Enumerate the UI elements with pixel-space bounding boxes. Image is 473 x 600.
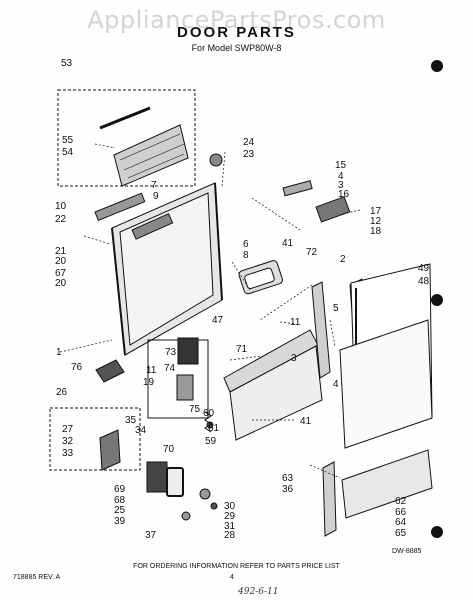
callout: 29 bbox=[224, 511, 236, 522]
callout: 25 bbox=[114, 505, 126, 516]
callout: 21 bbox=[55, 246, 67, 257]
part-group-box bbox=[49, 407, 141, 471]
callout: 73 bbox=[165, 347, 177, 358]
part-seal-ring bbox=[146, 461, 168, 493]
callout: 33 bbox=[62, 448, 74, 459]
callout: 62 bbox=[395, 496, 407, 507]
ordering-footer-note: FOR ORDERING INFORMATION REFER TO PARTS … bbox=[133, 563, 340, 570]
part-side-rail bbox=[311, 281, 331, 379]
callout: 18 bbox=[370, 226, 382, 237]
callout: 10 bbox=[55, 201, 67, 212]
callout: 60 bbox=[203, 408, 215, 419]
part-lower-panel bbox=[341, 449, 433, 519]
callout: 66 bbox=[395, 507, 407, 518]
callout: 8 bbox=[243, 250, 249, 261]
part-vent-grille bbox=[113, 124, 189, 187]
callout: 31 bbox=[224, 521, 236, 532]
callout: 22 bbox=[55, 214, 67, 225]
callout: 26 bbox=[56, 387, 68, 398]
callout: 53 bbox=[61, 58, 73, 69]
callout: 7 bbox=[151, 180, 157, 191]
callout: 27 bbox=[62, 424, 74, 435]
callout: 63 bbox=[282, 473, 294, 484]
callout: 1 bbox=[56, 347, 62, 358]
callout: 5 bbox=[333, 303, 339, 314]
diagram-code: DW-8885 bbox=[392, 548, 422, 555]
page-title: DOOR PARTS bbox=[177, 24, 296, 41]
callout: 41 bbox=[282, 238, 294, 249]
callout: 9 bbox=[153, 191, 159, 202]
callout: 32 bbox=[62, 436, 74, 447]
callout: 24 bbox=[243, 137, 255, 148]
callout: 61 bbox=[208, 423, 220, 434]
callout: 70 bbox=[163, 444, 175, 455]
callout: 37 bbox=[145, 530, 157, 541]
callout: 28 bbox=[224, 530, 236, 541]
callout: 11 bbox=[290, 317, 301, 328]
callout: 23 bbox=[243, 149, 255, 160]
callout: 69 bbox=[114, 484, 126, 495]
callout: 72 bbox=[306, 247, 318, 258]
part-group-box bbox=[57, 89, 196, 187]
callout: 6 bbox=[243, 239, 249, 250]
punch-hole bbox=[431, 294, 443, 306]
callout: 4 bbox=[333, 379, 339, 390]
callout: 55 bbox=[62, 135, 74, 146]
part-callouts: 53 55 54 24 23 15 4 3 16 7 9 17 12 18 10… bbox=[55, 58, 430, 541]
callout: 17 bbox=[370, 206, 382, 217]
callout: 65 bbox=[395, 528, 407, 539]
callout: 41 bbox=[300, 416, 312, 427]
callout: 48 bbox=[418, 276, 430, 287]
callout: 20 bbox=[55, 278, 67, 289]
callout: 47 bbox=[212, 315, 224, 326]
callout: 49 bbox=[418, 263, 430, 274]
callout: 35 bbox=[125, 415, 137, 426]
callout: 20 bbox=[55, 256, 67, 267]
callout: 15 bbox=[335, 160, 347, 171]
callout: 59 bbox=[205, 436, 217, 447]
page-subtitle: For Model SWP80W-8 bbox=[191, 43, 282, 53]
callout: 75 bbox=[189, 404, 201, 415]
part-latch-assembly bbox=[315, 196, 351, 223]
callout: 64 bbox=[395, 517, 407, 528]
part-hinge-cover bbox=[95, 359, 125, 383]
punch-hole bbox=[431, 60, 443, 72]
callout: 39 bbox=[114, 516, 126, 527]
document-code: 718885 REV. A bbox=[13, 574, 61, 581]
callout: 30 bbox=[224, 501, 236, 512]
watermark: AppliancePartsPros.com bbox=[87, 6, 386, 34]
page-mark: 4 bbox=[230, 574, 234, 581]
callout: 4 bbox=[338, 171, 344, 182]
callout: 3 bbox=[338, 180, 344, 191]
callout: 16 bbox=[338, 189, 350, 200]
callout: 71 bbox=[236, 344, 248, 355]
callout: 67 bbox=[55, 268, 67, 279]
handwritten-note: 492-6-11 bbox=[238, 587, 279, 597]
punch-hole bbox=[431, 526, 443, 538]
callout: 74 bbox=[164, 363, 176, 374]
callout: 2 bbox=[340, 254, 346, 265]
callout: 54 bbox=[62, 147, 74, 158]
callout: 36 bbox=[282, 484, 294, 495]
callout: 19 bbox=[143, 377, 155, 388]
callout: 11 bbox=[146, 365, 157, 376]
callout: 12 bbox=[370, 216, 382, 227]
callout: 34 bbox=[135, 425, 147, 436]
callout: 68 bbox=[114, 495, 126, 506]
callout: 76 bbox=[71, 362, 83, 373]
callout: 3 bbox=[291, 353, 297, 364]
